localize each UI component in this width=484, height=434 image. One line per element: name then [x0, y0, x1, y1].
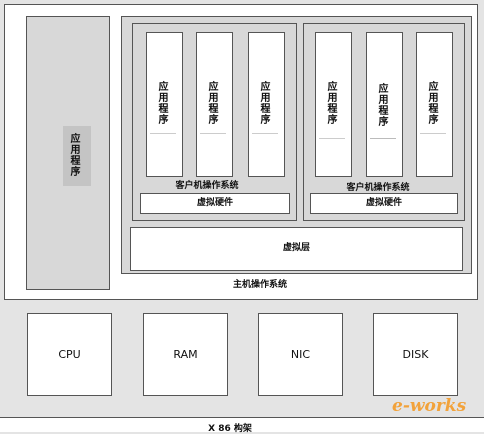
guest2-app-3: [416, 32, 453, 177]
guest1-app-3: [248, 32, 285, 177]
guest2-app-1-rule: [319, 138, 345, 139]
guest2-app-2: [366, 32, 403, 177]
guest1-app-1-label: 应用程序: [158, 82, 169, 126]
guest1-app-1-rule: [150, 133, 176, 134]
guest1-app-2-rule: [200, 133, 226, 134]
guest2-app-2-label: 应用程序: [378, 84, 389, 128]
guest2-app-3-label: 应用程序: [428, 82, 439, 126]
host-os-label: 主机操作系统: [232, 280, 287, 290]
x86-architecture-label: X 86 构架: [208, 424, 252, 434]
hardware-cpu: CPU: [27, 313, 112, 396]
guest1-app-1: [146, 32, 183, 177]
guest1-virtual-hardware: 虚拟硬件: [140, 193, 290, 214]
guest1-os-label: 客户机操作系统: [175, 181, 239, 191]
host-application-label-bg: [63, 126, 91, 186]
guest2-os-label: 客户机操作系统: [346, 183, 410, 193]
eworks-logo-text: e-works: [392, 396, 467, 416]
x86-architecture-bar: [0, 417, 484, 432]
guest2-virtual-hardware: 虚拟硬件: [310, 193, 458, 214]
guest2-app-2-rule: [370, 138, 396, 139]
guest1-app-3-rule: [252, 133, 278, 134]
hardware-disk: DISK: [373, 313, 458, 396]
guest1-app-3-label: 应用程序: [260, 82, 271, 126]
virtualization-layer: 虚拟层: [130, 227, 463, 271]
eworks-logo: e-works: [392, 396, 466, 416]
guest2-app-1-label: 应用程序: [327, 82, 338, 126]
guest2-app-1: [315, 32, 352, 177]
hardware-ram: RAM: [143, 313, 228, 396]
guest1-app-2-label: 应用程序: [208, 82, 219, 126]
hardware-nic: NIC: [258, 313, 343, 396]
host-application-label: 应用程序: [70, 134, 81, 178]
guest2-app-3-rule: [420, 133, 446, 134]
guest1-app-2: [196, 32, 233, 177]
